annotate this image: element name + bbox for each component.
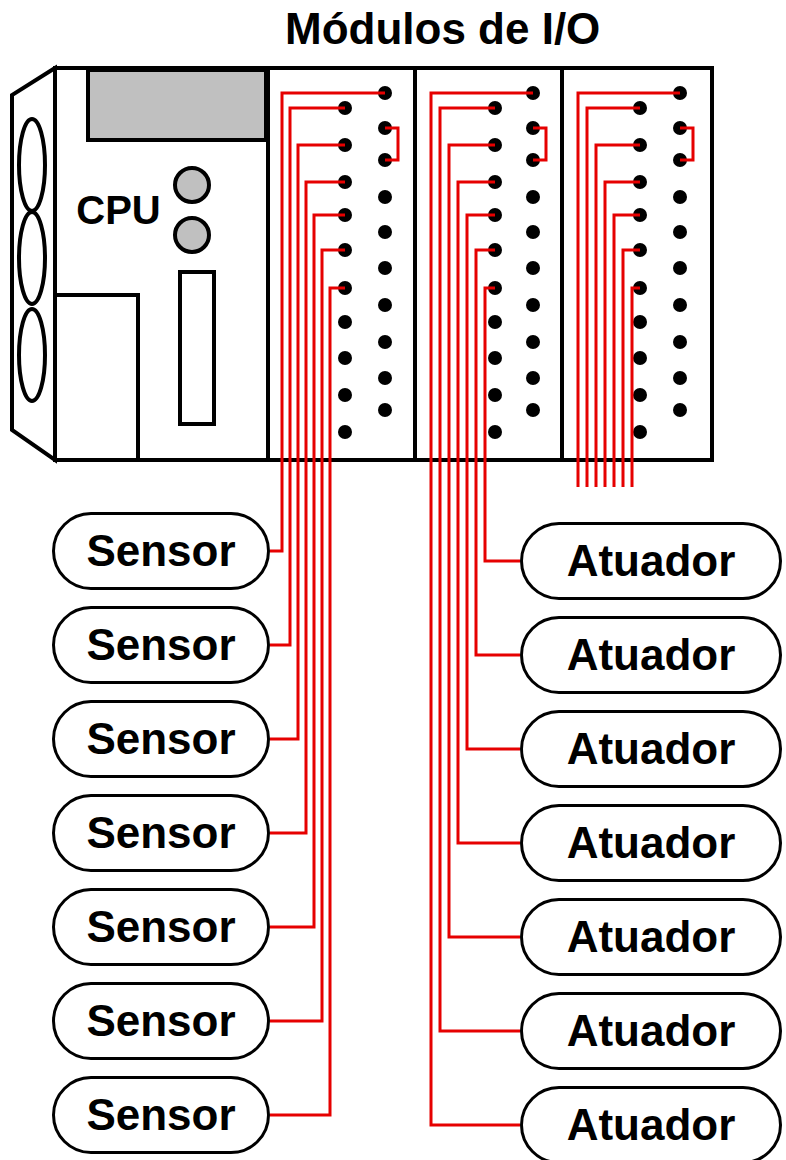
cpu-led <box>175 168 209 202</box>
node-text: Atuador <box>567 912 736 962</box>
module-divider <box>413 68 417 460</box>
wire <box>458 182 520 843</box>
sensor-box: Sensor <box>52 982 270 1060</box>
actuator-box: Atuador <box>520 992 782 1070</box>
wire <box>467 215 520 749</box>
terminal-dot <box>488 315 502 329</box>
cpu-panel <box>55 295 138 460</box>
terminal-dot <box>378 371 392 385</box>
node-text: Atuador <box>567 724 736 774</box>
terminal-dot <box>526 335 540 349</box>
terminal-dot <box>526 371 540 385</box>
wire <box>605 182 640 487</box>
wire <box>270 250 345 1021</box>
actuator-box: Atuador <box>520 522 782 600</box>
terminal-dot <box>338 425 352 439</box>
terminal-dot <box>488 425 502 439</box>
sensor-box: Sensor <box>52 700 270 778</box>
terminal-dot <box>338 351 352 365</box>
node-text: Atuador <box>567 630 736 680</box>
cpu-bevel <box>12 68 55 460</box>
terminal-dot <box>526 298 540 312</box>
wire <box>270 288 345 1115</box>
cpu-label-box: CPU <box>58 185 179 235</box>
terminal-dot <box>633 351 647 365</box>
cpu-led <box>175 218 209 252</box>
terminal-dot <box>673 371 687 385</box>
terminal-dot <box>488 388 502 402</box>
terminal-dot <box>338 388 352 402</box>
terminal-dot <box>488 351 502 365</box>
terminal-dot <box>526 190 540 204</box>
node-text: Sensor <box>86 996 235 1046</box>
wire <box>614 215 640 487</box>
terminal-dot <box>378 298 392 312</box>
wire <box>385 128 398 160</box>
wire <box>270 182 345 833</box>
wire <box>623 250 640 487</box>
sensor-box: Sensor <box>52 794 270 872</box>
terminal-dot <box>673 403 687 417</box>
actuator-box: Atuador <box>520 616 782 694</box>
wire <box>485 288 520 561</box>
module-divider <box>560 68 564 460</box>
node-text: Atuador <box>567 1006 736 1056</box>
cpu-slot-rect <box>180 272 214 424</box>
node-text: Sensor <box>86 902 235 952</box>
wire <box>431 93 533 1125</box>
terminal-dot <box>673 261 687 275</box>
wire <box>680 128 693 160</box>
diagram-title: Módulos de I/O <box>285 4 600 54</box>
terminal-dot <box>378 261 392 275</box>
terminal-dot <box>673 298 687 312</box>
terminal-dot <box>338 315 352 329</box>
node-text: CPU <box>76 188 160 233</box>
cpu-display <box>88 70 266 140</box>
node-text: Sensor <box>86 1090 235 1140</box>
node-text: Sensor <box>86 620 235 670</box>
node-text: Atuador <box>567 536 736 586</box>
node-text: Atuador <box>567 1100 736 1150</box>
sensor-box: Sensor <box>52 512 270 590</box>
actuator-box: Atuador <box>520 804 782 882</box>
sensor-box: Sensor <box>52 606 270 684</box>
wire <box>476 250 520 655</box>
actuator-box: Atuador <box>520 710 782 788</box>
wire <box>587 108 640 487</box>
terminal-dot <box>526 261 540 275</box>
actuator-box: Atuador <box>520 1086 782 1160</box>
terminal-dot <box>673 335 687 349</box>
terminal-dot <box>673 190 687 204</box>
wire <box>578 93 680 487</box>
wire <box>449 145 520 937</box>
node-text: Sensor <box>86 526 235 576</box>
terminal-dot <box>378 403 392 417</box>
sensor-box: Sensor <box>52 888 270 966</box>
terminal-dot <box>633 315 647 329</box>
sensor-box: Sensor <box>52 1076 270 1154</box>
actuator-box: Atuador <box>520 898 782 976</box>
node-text: Sensor <box>86 714 235 764</box>
terminal-dot <box>633 388 647 402</box>
terminal-dot <box>673 225 687 239</box>
cpu-slot <box>19 309 45 401</box>
node-text: Sensor <box>86 808 235 858</box>
node-text: Atuador <box>567 818 736 868</box>
cpu-slot <box>19 212 45 304</box>
wire <box>533 128 546 160</box>
wire <box>270 215 345 927</box>
wire <box>270 93 385 551</box>
terminal-dot <box>378 225 392 239</box>
wire <box>596 145 640 487</box>
cpu-slot <box>19 119 45 211</box>
terminal-dot <box>633 425 647 439</box>
wire <box>440 108 520 1031</box>
terminal-dot <box>378 190 392 204</box>
terminal-dot <box>526 403 540 417</box>
terminal-dot <box>378 335 392 349</box>
terminal-dot <box>526 225 540 239</box>
wire <box>632 288 640 487</box>
